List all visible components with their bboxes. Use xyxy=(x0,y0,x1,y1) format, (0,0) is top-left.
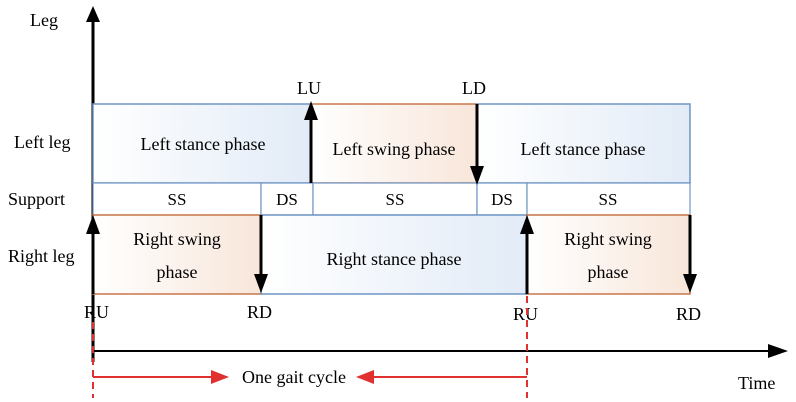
x-axis-label: Time xyxy=(738,373,775,393)
right-swing-phase-1-label-line1: Right swing xyxy=(133,229,221,249)
ru-2-arrowhead xyxy=(520,215,534,234)
left-stance-phase-2-label: Left stance phase xyxy=(521,139,646,159)
right-swing-phase-2 xyxy=(526,214,691,295)
rd-1-label: RD xyxy=(247,302,272,322)
support-ss-2 xyxy=(312,182,478,216)
left-swing-phase-label: Left swing phase xyxy=(333,139,456,159)
right-swing-phase-1-label-line2: phase xyxy=(157,262,198,282)
row-label-support: Support xyxy=(8,189,65,209)
support-ds-2 xyxy=(476,182,528,216)
support-ds-2-label: DS xyxy=(491,190,513,209)
ru-1-arrowhead xyxy=(86,215,100,234)
x-axis-arrowhead xyxy=(768,344,788,358)
row-label-left-leg: Left leg xyxy=(14,132,70,152)
y-axis-arrowhead xyxy=(86,6,100,22)
support-ss-3-label: SS xyxy=(599,190,618,209)
right-stance-phase-label: Right stance phase xyxy=(327,249,462,269)
right-stance-phase xyxy=(260,214,528,295)
rd-2-label: RD xyxy=(676,304,701,324)
support-ds-1-label: DS xyxy=(276,190,298,209)
rd-2-arrowhead xyxy=(683,274,697,293)
right-swing-phase-1 xyxy=(92,214,262,295)
left-stance-phase-1 xyxy=(92,103,312,184)
row-label-right-leg: Right leg xyxy=(8,246,75,266)
cycle-right-arrowhead xyxy=(356,370,374,384)
left-stance-phase-1-label: Left stance phase xyxy=(141,134,266,154)
cycle-left-arrowhead xyxy=(211,370,229,384)
rd-1-arrowhead xyxy=(254,274,268,293)
lu-arrowhead xyxy=(304,101,318,120)
gait-cycle-label: One gait cycle xyxy=(242,367,346,387)
support-ss-1-label: SS xyxy=(168,190,187,209)
ru-2-label: RU xyxy=(513,304,538,324)
left-swing-phase xyxy=(310,103,478,184)
right-swing-phase-2-label-line2: phase xyxy=(588,262,629,282)
ld-label: LD xyxy=(462,78,486,98)
support-ss-1 xyxy=(92,182,262,216)
support-ss-2-label: SS xyxy=(386,190,405,209)
lu-label: LU xyxy=(297,78,321,98)
right-swing-phase-2-label-line1: Right swing xyxy=(564,229,652,249)
y-axis-label: Leg xyxy=(30,10,58,30)
ru-1-label: RU xyxy=(84,302,109,322)
ld-arrowhead xyxy=(470,166,484,185)
